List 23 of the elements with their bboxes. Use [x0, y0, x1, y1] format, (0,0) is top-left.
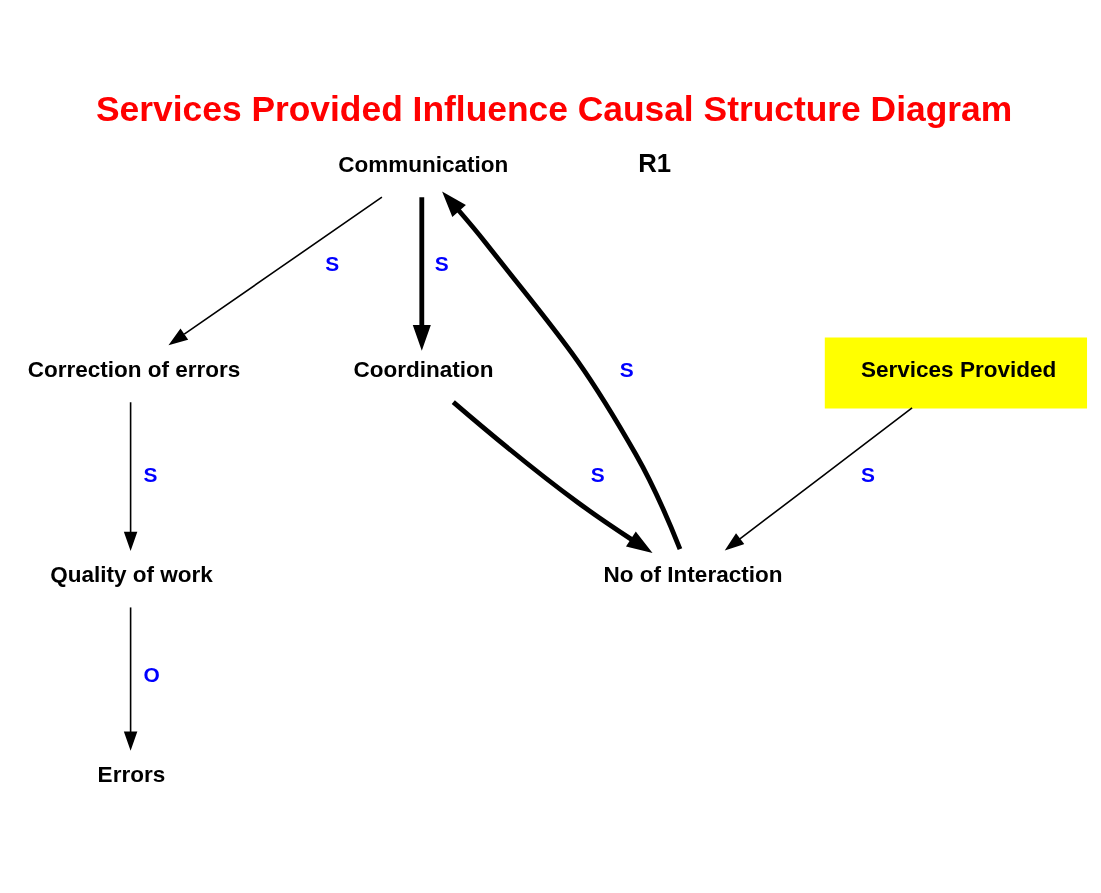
edge-label: S: [143, 462, 158, 486]
arrow: [412, 196, 431, 351]
edge-label: S: [619, 357, 634, 381]
node-text: No of Interaction: [603, 561, 783, 587]
node-box: Services Provided: [824, 337, 1088, 408]
node-text: Quality of work: [50, 561, 213, 587]
node-text: Communication: [338, 151, 509, 177]
arrow: [168, 195, 383, 345]
arrow: [451, 399, 653, 553]
edge-label: S: [861, 462, 875, 486]
node-text: Errors: [97, 761, 166, 787]
label: R1: [638, 148, 672, 177]
arrow: [123, 400, 138, 551]
arrow: [442, 191, 683, 550]
arrow: [123, 606, 138, 751]
edge-label: S: [325, 251, 340, 275]
arrow: [724, 406, 913, 550]
diagram-title: Services Provided Influence Causal Structure Diagram: [96, 88, 1013, 128]
edge-label: O: [143, 662, 160, 686]
edge-label: S: [590, 462, 605, 486]
edge-label: S: [434, 251, 449, 275]
node-text: Coordination: [353, 356, 494, 382]
node-text: Correction of errors: [27, 356, 241, 382]
